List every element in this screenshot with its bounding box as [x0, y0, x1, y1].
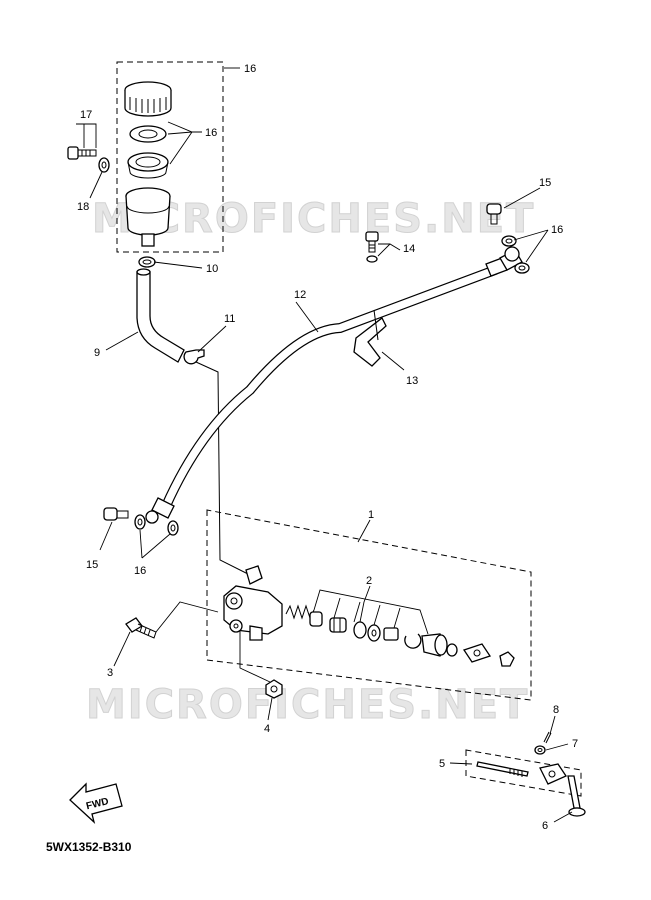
- callout-18: 16: [205, 127, 217, 139]
- callout-3: 3: [107, 667, 113, 679]
- bolt-14: [365, 231, 379, 263]
- piston-kit-washer: [367, 624, 381, 642]
- washer-20: [98, 157, 110, 173]
- callout-13: 13: [406, 375, 418, 387]
- piston-kit-piston: [329, 617, 347, 633]
- brake-hose-12: [151, 249, 523, 519]
- callout-17: 16: [244, 63, 256, 75]
- nut-4: [265, 679, 283, 699]
- pushrod-group-box: [465, 749, 582, 797]
- callout-8: 8: [553, 704, 559, 716]
- diaphragm: [127, 152, 169, 179]
- callout-4: 4: [264, 723, 270, 735]
- clevis-yoke: [539, 763, 567, 785]
- pushrod-5: [476, 761, 529, 777]
- piston-kit-pushrod-seat: [383, 627, 399, 641]
- reservoir-cap: [124, 81, 172, 117]
- svg-text:FWD: FWD: [85, 796, 110, 812]
- gasket-16-bottom-a: [134, 514, 146, 530]
- gasket-16-bottom-b: [167, 520, 179, 536]
- diaphragm-plate: [129, 125, 167, 143]
- master-cylinder-body: [223, 565, 283, 641]
- hose-clip-10: [138, 256, 156, 268]
- banjo-fitting-bottom: [145, 510, 159, 524]
- nut-4-route: [239, 630, 271, 683]
- piston-kit-nut-b: [499, 651, 515, 667]
- callout-12: 12: [294, 289, 306, 301]
- reservoir-tank: [125, 187, 171, 247]
- piston-kit-boot: [421, 633, 448, 657]
- bolt-3-route: [155, 601, 219, 633]
- callout-20: 18: [77, 201, 89, 213]
- piston-kit-spring: [285, 604, 315, 620]
- reservoir-group-box: [116, 61, 224, 253]
- leaders: [76, 67, 573, 823]
- forward-direction-badge: FWD: [69, 782, 123, 824]
- callout-16-top: 16: [551, 224, 563, 236]
- watermark-bottom: MICROFICHES.NET: [86, 682, 529, 728]
- callout-9: 9: [94, 347, 100, 359]
- piston-kit-ticks: [333, 597, 401, 629]
- hose-guide-13: [353, 309, 387, 367]
- banjo-fitting-top: [504, 246, 520, 262]
- washer-7: [534, 745, 546, 755]
- piston-kit-cup-2: [353, 621, 367, 639]
- clevis-joint: [462, 643, 492, 663]
- callout-16-bottom: 16: [134, 565, 146, 577]
- callout-11: 11: [224, 313, 235, 325]
- mounting-bolt-3: [125, 617, 157, 639]
- clevis-pin-6: [567, 775, 586, 817]
- callout-6: 6: [542, 820, 548, 832]
- callout-7: 7: [572, 738, 578, 750]
- callout-14: 14: [403, 243, 415, 255]
- callout-10: 10: [206, 263, 218, 275]
- callout-2: 2: [366, 575, 372, 587]
- union-bolt-15-top: [486, 203, 502, 225]
- gasket-16-top-b: [514, 262, 530, 274]
- diagram-code: 5WX1352-B310: [46, 840, 132, 854]
- piston-kit-cup-1: [309, 611, 323, 627]
- callout-labels: 16 16 17 18 10 9 11 12 13 14 15 16 15 16…: [77, 63, 578, 832]
- piston-kit-bracket: [313, 589, 429, 635]
- master-cylinder-group-box: [206, 509, 532, 701]
- screw-19: [67, 146, 97, 160]
- callout-15-bottom: 15: [86, 559, 98, 571]
- callout-1: 1: [368, 509, 374, 521]
- hose-clip-11: [183, 349, 205, 365]
- callout-15-top: 15: [539, 177, 551, 189]
- callout-5: 5: [439, 758, 445, 770]
- hose-route-line: [195, 361, 249, 575]
- callout-19: 17: [80, 109, 92, 121]
- union-bolt-15-bottom: [103, 507, 129, 521]
- reservoir-hose-9: [136, 271, 185, 363]
- gasket-16-top-a: [501, 235, 517, 247]
- piston-kit-nut-a: [446, 643, 458, 657]
- cotter-pin-8: [543, 731, 552, 744]
- piston-kit-circlip: [404, 633, 422, 649]
